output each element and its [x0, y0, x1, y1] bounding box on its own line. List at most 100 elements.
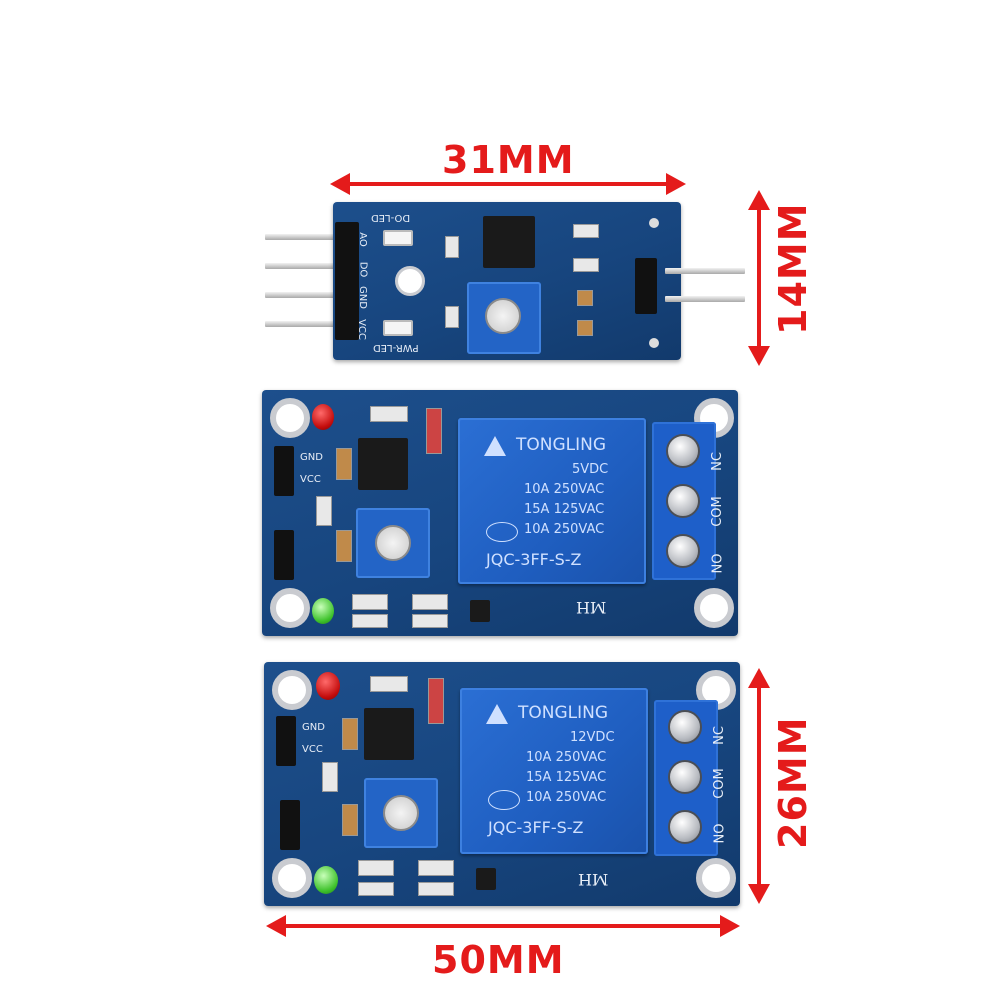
- capacitor: [336, 530, 352, 562]
- screw-terminal: [652, 422, 716, 580]
- terminal-label-no: NO: [710, 553, 726, 574]
- resistor: [352, 594, 388, 610]
- probe-header: [635, 258, 657, 314]
- dimension-label-14mm: 14MM: [771, 202, 815, 335]
- capacitor: [342, 804, 358, 836]
- label-vcc: VCC: [300, 474, 321, 485]
- relay-rating-2: 15A 125VAC: [524, 502, 605, 517]
- signal-header: [274, 530, 294, 580]
- label-gnd: GND: [302, 722, 325, 733]
- ic-chip: [483, 216, 535, 268]
- screw-icon: [668, 710, 702, 744]
- resistor: [322, 762, 338, 792]
- diode: [428, 678, 444, 724]
- relay-rating-1: 10A 250VAC: [526, 750, 607, 765]
- terminal-label-nc: NC: [709, 452, 725, 471]
- relay-5v: TONGLING 5VDC 10A 250VAC 15A 125VAC 10A …: [458, 418, 646, 584]
- mounting-hole: [272, 858, 312, 898]
- capacitor: [577, 290, 593, 306]
- dimension-arrow-26mm: [748, 668, 770, 904]
- mounting-hole: [272, 670, 312, 710]
- dimension-label-26mm: 26MM: [771, 716, 815, 849]
- relay-voltage: 5VDC: [572, 462, 609, 477]
- diode: [426, 408, 442, 454]
- power-led-red: [316, 672, 340, 700]
- tongling-logo-icon: [484, 436, 506, 456]
- dimension-arrow-14mm: [748, 190, 770, 366]
- ic-chip: [364, 708, 414, 760]
- via: [649, 218, 659, 228]
- ic-chip: [358, 438, 408, 490]
- potentiometer: [356, 508, 430, 578]
- power-header: [274, 446, 294, 496]
- resistor: [352, 614, 388, 628]
- potentiometer-knob: [383, 795, 419, 831]
- label-gnd: GND: [300, 452, 323, 463]
- header-pin: [265, 234, 345, 240]
- capacitor: [336, 448, 352, 480]
- resistor: [370, 406, 408, 422]
- relay-brand: TONGLING: [518, 703, 609, 723]
- resistor: [573, 224, 599, 238]
- terminal-label-com: COM: [711, 768, 727, 799]
- do-led: [383, 230, 413, 246]
- capacitor: [342, 718, 358, 750]
- pin-header: [335, 222, 359, 340]
- dimension-label-50mm: 50MM: [432, 938, 565, 982]
- header-pin: [265, 263, 345, 269]
- via: [649, 338, 659, 348]
- mounting-hole: [270, 588, 310, 628]
- resistor: [358, 860, 394, 876]
- potentiometer-knob: [375, 525, 411, 561]
- screw-terminal: [654, 700, 718, 856]
- dimension-arrow-50mm: [266, 915, 740, 937]
- screw-icon: [668, 810, 702, 844]
- relay-12v: TONGLING 12VDC 10A 250VAC 15A 125VAC 10A…: [460, 688, 648, 854]
- potentiometer: [467, 282, 541, 354]
- resistor: [316, 496, 332, 526]
- relay-model: JQC-3FF-S-Z: [488, 818, 584, 837]
- transistor: [476, 868, 496, 890]
- power-header: [276, 716, 296, 766]
- resistor: [418, 860, 454, 876]
- relay-rating-1: 10A 250VAC: [524, 482, 605, 497]
- mounting-hole: [696, 858, 736, 898]
- resistor: [412, 614, 448, 628]
- transistor: [470, 600, 490, 622]
- label-do: DO: [357, 261, 369, 278]
- label-vcc: VCC: [355, 319, 367, 340]
- pwr-led: [383, 320, 413, 336]
- tongling-logo-icon: [486, 704, 508, 724]
- dimension-label-31mm: 31MM: [442, 138, 575, 182]
- board-logo: MH: [578, 870, 609, 889]
- relay-rating-2: 15A 125VAC: [526, 770, 607, 785]
- resistor: [418, 882, 454, 896]
- sensor-module: DO-LED AO DO GND VCC PWR-LED: [265, 198, 745, 366]
- power-led-red: [312, 404, 334, 430]
- mounting-hole: [395, 266, 425, 296]
- resistor: [573, 258, 599, 272]
- relay-model: JQC-3FF-S-Z: [486, 550, 582, 569]
- capacitor: [577, 320, 593, 336]
- potentiometer: [364, 778, 438, 848]
- label-do-led: DO-LED: [371, 212, 411, 223]
- board-logo: MH: [576, 598, 607, 617]
- relay-brand: TONGLING: [516, 435, 607, 455]
- sensor-pcb: DO-LED AO DO GND VCC PWR-LED: [333, 202, 681, 360]
- terminal-label-nc: NC: [711, 726, 727, 745]
- label-pwr-led: PWR-LED: [373, 342, 419, 353]
- label-vcc: VCC: [302, 744, 323, 755]
- relay-rating-3: 10A 250VAC: [526, 790, 607, 805]
- label-ao: AO: [356, 232, 368, 247]
- resistor: [370, 676, 408, 692]
- status-led-green: [314, 866, 338, 894]
- signal-header: [280, 800, 300, 850]
- label-gnd: GND: [356, 286, 368, 309]
- screw-icon: [668, 760, 702, 794]
- resistor: [412, 594, 448, 610]
- relay-module-5v: GND VCC TONGLING 5VDC 10A 250VAC 15A 125…: [262, 390, 738, 636]
- resistor: [358, 882, 394, 896]
- mounting-hole: [270, 398, 310, 438]
- relay-module-12v: GND VCC TONGLING 12VDC 10A 250VAC 15A 12…: [264, 662, 740, 906]
- probe-pin: [665, 296, 745, 302]
